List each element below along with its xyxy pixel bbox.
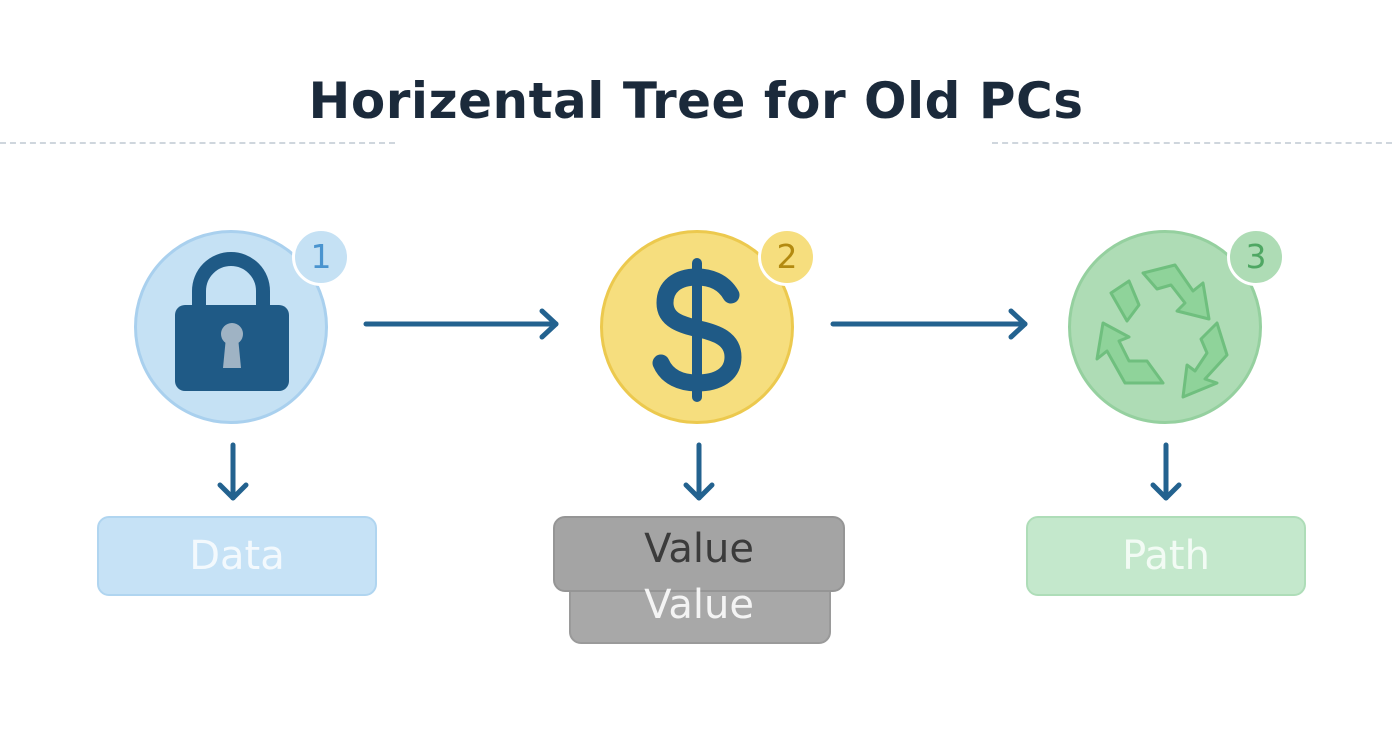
arrow-down-1: [217, 442, 249, 501]
arrow-right-1-to-2: [363, 308, 559, 340]
step-badge-1: 1: [292, 228, 350, 286]
label-value-line1: Value: [644, 526, 754, 572]
node-data: [134, 230, 328, 424]
label-path: Path: [1026, 516, 1306, 596]
page-title: Horizental Tree for Old PCs: [308, 72, 1084, 130]
label-value-front: [553, 516, 845, 592]
title-divider-left: [0, 142, 395, 144]
label-value-line2: Value: [644, 582, 754, 628]
label-data: Data: [97, 516, 377, 596]
recycle-icon: [1095, 263, 1229, 399]
lock-icon: [175, 252, 289, 391]
title-divider-right: [992, 142, 1392, 144]
arrow-right-2-to-3: [830, 308, 1028, 340]
dollar-icon: [652, 258, 742, 402]
step-badge-3: 3: [1227, 228, 1285, 286]
step-badge-2: 2: [758, 228, 816, 286]
arrow-down-3: [1150, 442, 1182, 501]
arrow-down-2: [683, 442, 715, 501]
